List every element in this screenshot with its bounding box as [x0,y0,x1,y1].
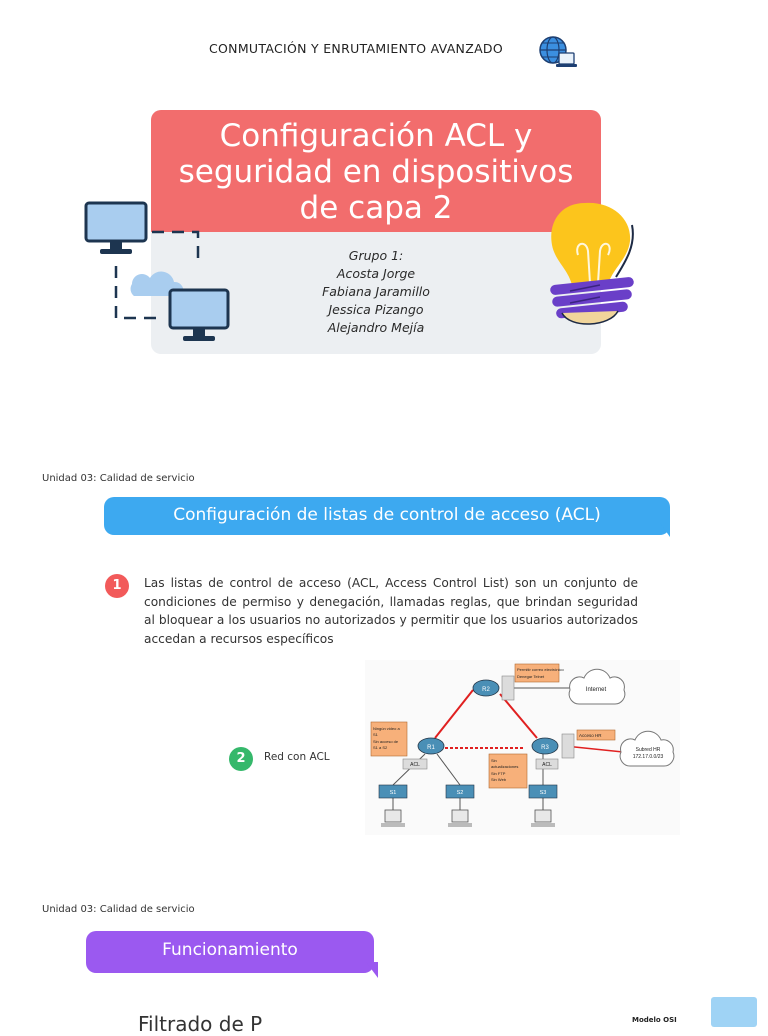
note-line: Denegar Telnet [517,674,545,679]
network-computers-illustration [84,201,230,341]
number-badge-2: 2 [229,747,253,771]
acl-box-r3 [535,758,559,770]
section-heading: Funcionamiento [86,931,374,973]
title-line: Configuración ACL y [219,118,533,154]
acl-box-r1 [402,758,428,770]
router-label: R2 [482,687,490,693]
light-bulb-icon [550,202,634,325]
note-line: Sin Web [491,777,507,782]
note-line: Acceso HR [579,733,602,738]
pc-icon [531,809,555,827]
subnet-address: 172.17.0.0/23 [633,754,664,760]
note-line: Sin [491,758,497,763]
note-line: Ningún video a [373,726,400,731]
member-name: Fabiana Jaramillo [322,284,430,299]
member-name: Jessica Pizango [328,302,424,317]
title-band [151,110,601,232]
osi-card-thumbnail [711,997,757,1027]
globe-computer-icon [539,36,577,67]
pill-tail [366,962,378,978]
internet-cloud: Internet [568,668,626,705]
title-line: seguridad en dispositivos [178,154,574,190]
switch-s2: S2 [445,784,475,799]
title-card: Configuración ACL y seguridad en disposi… [151,110,601,354]
pill-tail [660,523,670,537]
switch-label: S1 [390,790,397,796]
acl-box-r2 [501,675,515,701]
switch-s1: S1 [378,784,408,799]
note-line: Sin FTP [491,771,506,776]
group-members: Grupo 1: Acosta Jorge Fabiana Jaramillo … [151,247,601,337]
note-line: S1 a S2 [373,745,388,750]
presentation-title: Configuración ACL y seguridad en disposi… [151,118,601,226]
subnet-label: Subred HR [636,747,661,753]
subnet-cloud: Subred HR 172.17.0.0/23 [619,730,675,767]
section-heading: Configuración de listas de control de ac… [104,497,670,535]
pc-icon [381,809,405,827]
router-label: R3 [541,745,549,751]
acl-definition-paragraph: Las listas de control de acceso (ACL, Ac… [144,576,638,646]
group-label: Grupo 1: [348,248,404,263]
member-name: Alejandro Mejía [327,320,425,335]
partial-heading: Filtrado de P [138,1012,263,1036]
note-line: Sin acceso de [373,739,399,744]
router-label: R1 [427,745,435,751]
note-r2: Permitir correo electrónico Denegar Teln… [514,663,564,683]
number-badge-1: 1 [105,574,129,598]
note-r3-hr: Acceso HR [576,729,616,741]
acl-network-diagram: Internet Subred HR 172.17.0.0/23 R2 R1 R… [365,660,680,835]
unit-label: Unidad 03: Calidad de servicio [42,473,195,484]
note-line: actualizaciones [491,764,518,769]
note-line: Permitir correo electrónico [517,667,564,672]
router-r2: R2 [472,679,500,697]
acl-box-r3-side [561,733,575,759]
internet-label: Internet [586,687,607,693]
acl-label: ACL [410,762,420,768]
unit-label: Unidad 03: Calidad de servicio [42,904,195,915]
osi-model-label: Modelo OSI [632,1016,677,1024]
router-r1: R1 [417,737,445,755]
switch-s3: S3 [528,784,558,799]
pc-icon [448,809,472,827]
course-title: CONMUTACIÓN Y ENRUTAMIENTO AVANZADO [209,41,503,56]
switch-label: S3 [540,790,547,796]
diagram-caption: Red con ACL [264,751,330,763]
title-line: de capa 2 [299,190,453,226]
member-name: Acosta Jorge [336,266,416,281]
note-r1: Ningún video a S1 Sin acceso de S1 a S2 [370,721,408,757]
router-r3: R3 [531,737,559,755]
acl-label: ACL [542,762,552,768]
switch-label: S2 [457,790,464,796]
note-line: S1 [373,732,379,737]
note-r3-services: Sin actualizaciones Sin FTP Sin Web [488,753,528,789]
